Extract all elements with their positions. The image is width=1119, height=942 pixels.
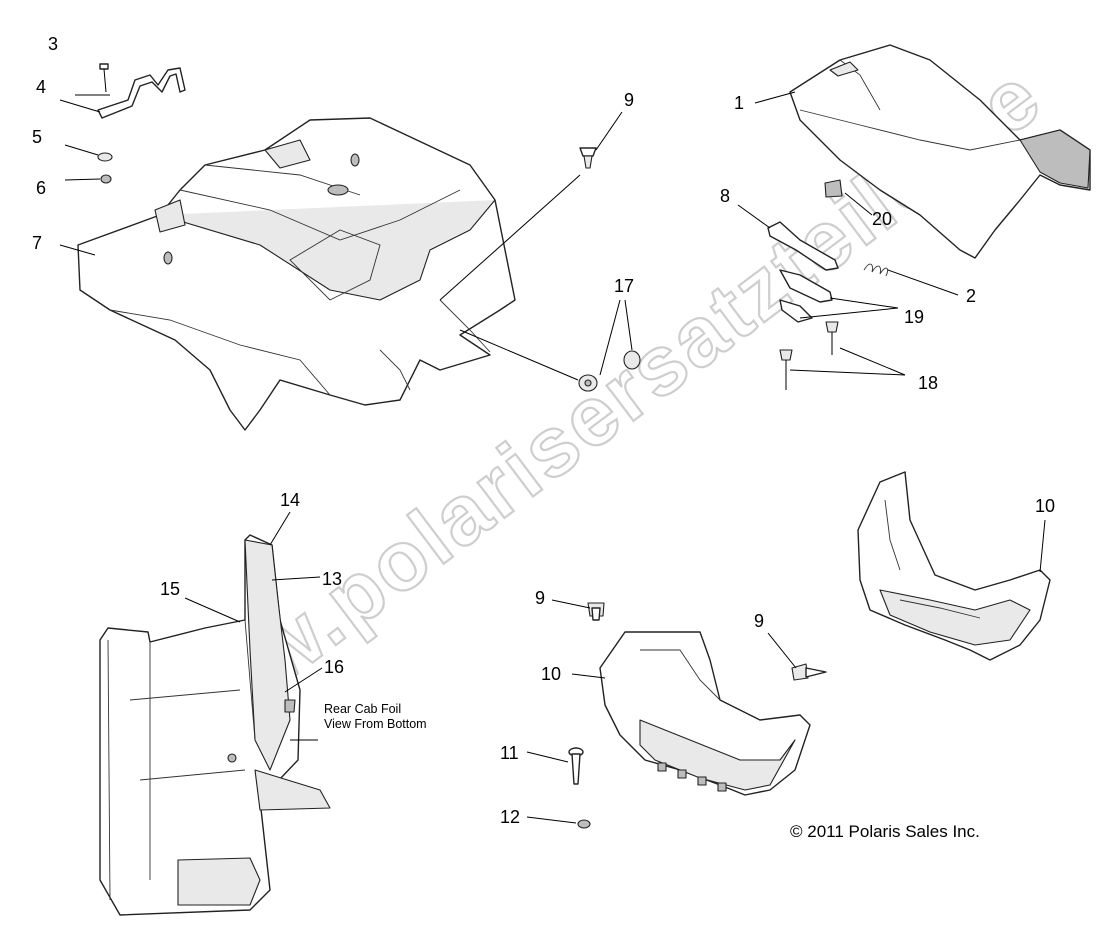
latch-19 bbox=[779, 269, 833, 323]
note-line-2: View From Bottom bbox=[324, 717, 427, 731]
latch-8 bbox=[767, 221, 839, 271]
callout-13: 13 bbox=[322, 569, 342, 589]
footwell-center bbox=[599, 631, 811, 796]
callout-12: 12 bbox=[500, 807, 520, 827]
callout-3: 3 bbox=[48, 34, 58, 54]
callout-20: 20 bbox=[872, 209, 892, 229]
callout-7: 7 bbox=[32, 233, 42, 253]
callout-14: 14 bbox=[280, 490, 300, 510]
callout-10-right: 10 bbox=[1035, 496, 1055, 516]
footwell-right bbox=[857, 471, 1051, 661]
callout-19: 19 bbox=[904, 307, 924, 327]
callout-8: 8 bbox=[720, 186, 730, 206]
bolt-11 bbox=[568, 747, 584, 785]
bracket-4 bbox=[97, 67, 186, 119]
callout-1: 1 bbox=[734, 93, 744, 113]
callout-9-left: 9 bbox=[535, 588, 545, 608]
pin-18 bbox=[779, 321, 839, 390]
callout-9-right: 9 bbox=[754, 611, 764, 631]
callout-6: 6 bbox=[36, 178, 46, 198]
callout-4: 4 bbox=[36, 77, 46, 97]
callout-17: 17 bbox=[614, 276, 634, 296]
callout-16: 16 bbox=[324, 657, 344, 677]
copyright-text: © 2011 Polaris Sales Inc. bbox=[790, 822, 980, 841]
callout-10-center: 10 bbox=[541, 664, 561, 684]
callout-5: 5 bbox=[32, 127, 42, 147]
callout-2: 2 bbox=[966, 286, 976, 306]
nut-12 bbox=[577, 819, 591, 829]
note-line-1: Rear Cab Foil bbox=[324, 702, 401, 716]
push-rivet-9-left bbox=[587, 602, 605, 621]
grommet-17-b bbox=[623, 350, 641, 370]
leader-lines bbox=[59, 91, 1046, 824]
bolt-3 bbox=[99, 63, 109, 93]
callout-9-top: 9 bbox=[624, 90, 634, 110]
push-rivet-9-top bbox=[579, 147, 597, 169]
callout-15: 15 bbox=[160, 579, 180, 599]
seat bbox=[789, 44, 1091, 259]
washer-5 bbox=[97, 152, 113, 162]
push-rivet-9-right bbox=[791, 663, 827, 681]
rear-cab bbox=[77, 117, 516, 431]
callout-11: 11 bbox=[500, 743, 519, 763]
spring-2 bbox=[863, 263, 889, 277]
rear-cab-foil bbox=[99, 534, 331, 916]
callout-18: 18 bbox=[918, 373, 938, 393]
nut-6 bbox=[100, 174, 112, 184]
